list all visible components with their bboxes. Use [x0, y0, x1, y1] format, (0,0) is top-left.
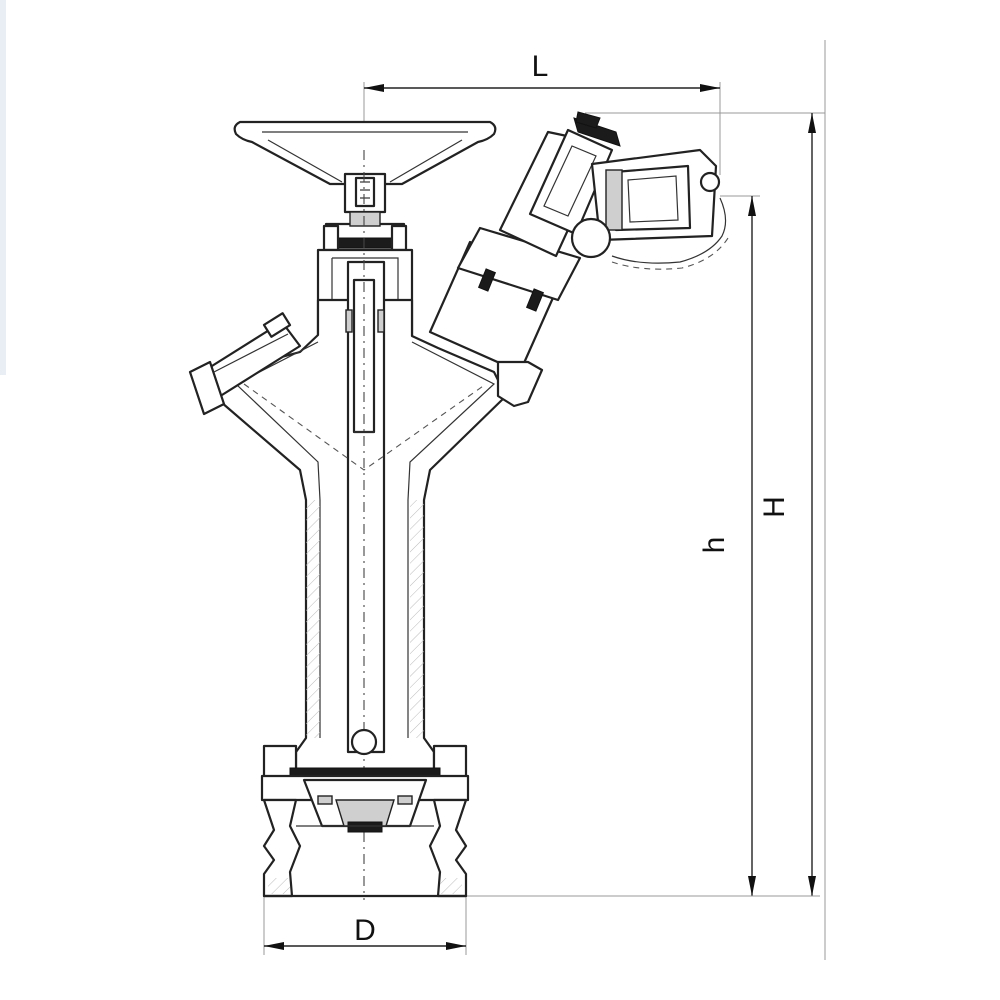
dim-label-L: L	[532, 50, 549, 83]
dim-label-h: h	[698, 537, 731, 554]
dim-label-H: H	[758, 496, 791, 518]
dim-label-D: D	[354, 914, 376, 947]
base-inlet	[262, 798, 468, 898]
valve-body	[212, 150, 508, 900]
dimension-D: D	[263, 896, 467, 955]
dimension-L: L	[363, 50, 721, 175]
lower-flange	[260, 728, 470, 833]
handwheel	[233, 120, 497, 214]
left-edge-strip	[0, 0, 6, 375]
left-outlet-flange	[188, 312, 302, 416]
dimension-H: H	[585, 40, 826, 960]
dimension-h: h	[698, 195, 760, 896]
right-outlet-branch	[428, 111, 729, 408]
